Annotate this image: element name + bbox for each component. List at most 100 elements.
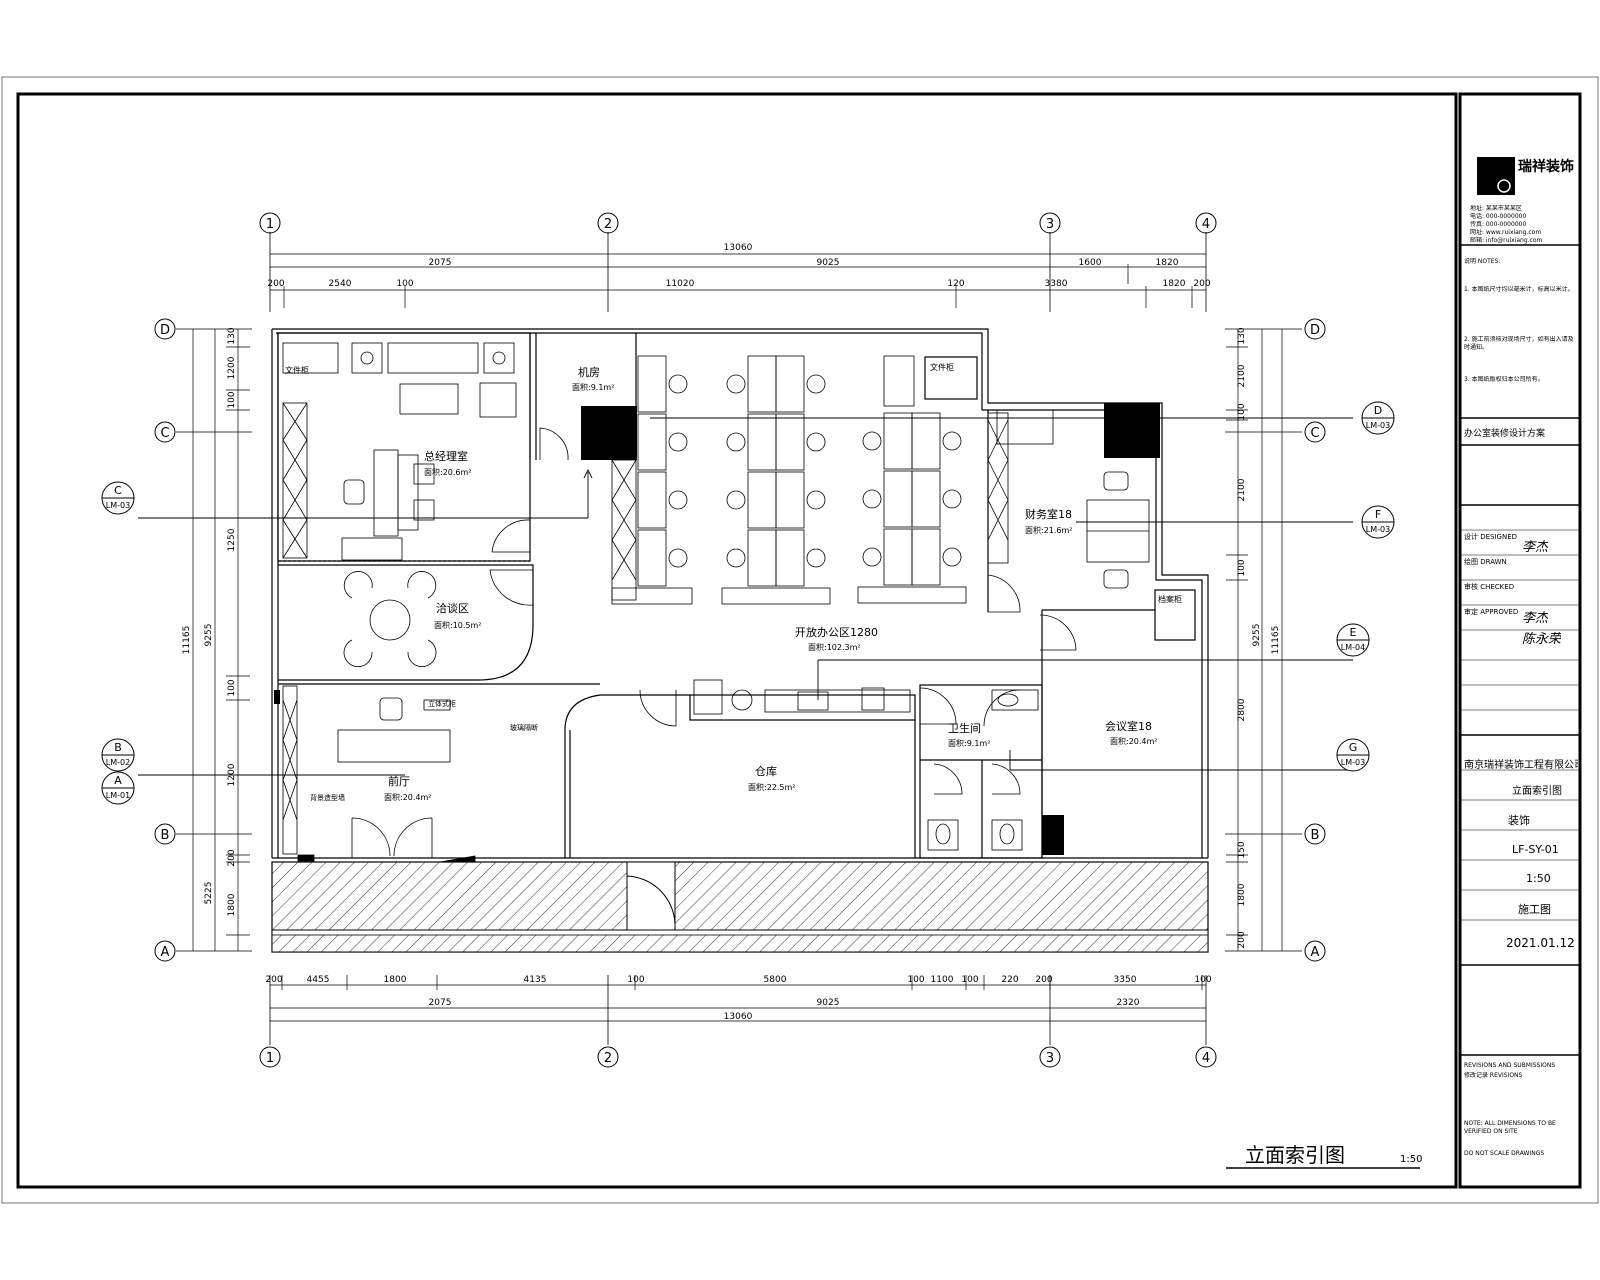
grid-label: 1 [266,217,274,232]
revisions-header: REVISIONS AND SUBMISSIONS [1464,1062,1556,1069]
client-name: 南京瑞祥装饰工程有限公司 [1464,760,1578,771]
room-area-warehouse: 面积:22.5m² [748,782,796,792]
room-name-finance: 财务室18 [1025,507,1072,521]
company-line: 网址: www.ruixiang.com [1470,229,1542,236]
grid-label: 4 [1202,1051,1210,1066]
dim-right: 1800 [1237,883,1247,906]
room-name-meeting-small: 洽谈区 [436,602,469,615]
grid-label: 4 [1202,217,1210,232]
room-area-finance: 面积:21.6m² [1025,525,1073,535]
grid-bubble-labels: 1 2 3 4 1 2 3 4 D C B A D C B A [160,217,1320,1066]
dim-bottom-detail: 1100 [931,975,954,985]
chair [668,432,688,452]
company-logo-mark [1497,179,1511,193]
dim-bottom-mid: 2075 [429,998,452,1008]
elevation-marker-id: G [1349,741,1358,754]
desk [747,413,777,471]
title-block-frame [1458,92,1582,1189]
round-table-set [343,571,437,667]
field-label: 绘图 DRAWN [1464,558,1507,566]
revision-line: DO NOT SCALE DRAWINGS [1464,1150,1545,1157]
elevation-marker-ref: LM-03 [1366,525,1390,534]
dim-bottom-mid: 2320 [1117,998,1140,1008]
discipline: 装饰 [1508,814,1530,827]
room-name-server: 机房 [578,365,600,379]
dim-bottom-detail: 4455 [307,975,330,985]
dim-top-mid: 9025 [817,258,840,268]
grid-bubbles [154,212,1326,1068]
dim-top-total: 13060 [724,243,753,253]
dim-top-detail: 200 [1193,279,1210,289]
elevation-marker-ref: LM-01 [106,791,130,800]
reception-furniture [282,355,1150,855]
dim-bottom-detail: 4135 [524,975,547,985]
desk [775,355,805,413]
dim-bottom-detail: 100 [627,975,644,985]
desk [637,355,667,413]
dim-top-detail: 200 [267,279,284,289]
hatched-corridor-strip-fill [271,934,1209,953]
grid-label: 1 [266,1051,274,1066]
desk [911,470,941,528]
title-block-thin-lines [1460,529,1580,921]
revision-line: NOTE: ALL DIMENSIONS TO BE VERIFIED ON S… [1464,1120,1556,1135]
dim-left: 1800 [227,893,237,916]
dim-bottom-total: 13060 [724,1012,753,1022]
grid-label: 3 [1046,1051,1054,1066]
dim-right: 130 [1237,327,1247,344]
chair [806,374,826,394]
room-name-meeting: 会议室18 [1105,719,1152,733]
grid-label: A [161,945,170,960]
grid-label: C [160,426,169,441]
chair [942,547,962,567]
left-dimension-lines [192,329,250,951]
dim-top-mid: 2075 [429,258,452,268]
desk [775,413,805,471]
elevation-marker: FLM-03 [1361,505,1395,539]
chair [862,431,882,451]
chair [726,432,746,452]
drawing-title: 立面索引图 [1245,1143,1345,1167]
note-line: 1. 本图纸尺寸均以毫米计，标高以米计。 [1464,286,1574,293]
chair [668,548,688,568]
dim-left: 100 [227,391,237,408]
dim-right: 9255 [1252,624,1262,647]
dim-bottom-detail: 5800 [764,975,787,985]
desk [883,528,913,586]
room-area-wc: 面积:9.1m² [948,738,990,748]
grid-label: 2 [604,217,612,232]
top-dimension-lines [270,253,1206,308]
elevation-markers: CLM-03BLM-02ALM-01DLM-03FLM-03ELM-04GLM-… [101,401,1395,805]
grid-label: 3 [1046,217,1054,232]
room-note: 玻璃隔断 [510,723,538,732]
chair [726,490,746,510]
chair [668,374,688,394]
doors [297,427,1077,863]
desk [747,529,777,587]
dim-top-detail: 100 [396,279,413,289]
desk-cabinet [721,587,831,605]
desk [775,529,805,587]
dim-top-mid: 1820 [1156,258,1179,268]
dim-left: 130 [227,327,237,344]
dim-right-total: 11165 [1271,626,1281,655]
dim-left: 5225 [204,882,214,905]
company-line: 传真: 000-0000000 [1470,221,1527,228]
dim-bottom-detail: 100 [1194,975,1211,985]
elevation-marker-id: C [114,484,122,497]
chair [862,547,882,567]
elevation-marker: BLM-02 [101,738,135,772]
elevation-marker-ref: LM-03 [106,501,130,510]
room-name-wc: 卫生间 [948,721,981,735]
chair [668,490,688,510]
project-name: 办公室装修设计方案 [1464,429,1546,439]
notes-header: 说明 NOTES: [1464,258,1501,265]
room-area-openoffice: 面积:102.3m² [808,642,861,652]
field-value: 李杰 [1522,540,1549,555]
dim-left: 1250 [227,528,237,551]
elevation-marker-ref: LM-04 [1341,643,1365,652]
manager-furniture [282,342,517,561]
chair [806,432,826,452]
room-name-openoffice: 开放办公区1280 [795,625,878,639]
grid-label: C [1310,426,1319,441]
